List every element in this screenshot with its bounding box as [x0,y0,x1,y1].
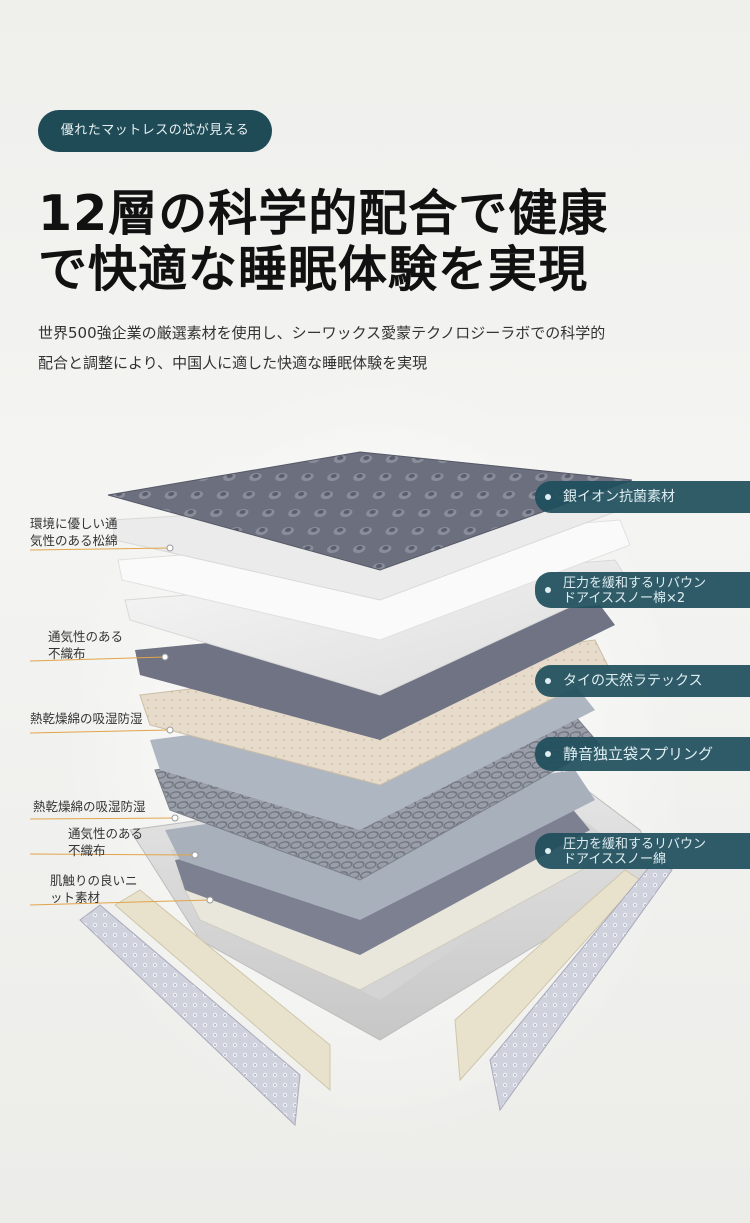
description-line-1: 世界500強企業の厳選素材を使用し、シーワックス愛蒙テクノロジーラボでの科学的 [38,324,606,342]
left-cream-panel [114,889,331,1092]
label-dot-icon [545,678,551,684]
label-dot-icon [545,587,551,593]
right-label-foam-x2: 圧力を緩和するリバウンドアイススノー棉×2 [535,572,750,608]
left-label-moisture-1: 熱乾燥綿の吸湿防湿 [30,711,143,726]
right-label-spring: 静音独立袋スプリング [535,737,750,771]
top-quilted-fabric [107,451,633,571]
label-dot-icon [545,751,551,757]
right-knit-panel [489,859,673,1112]
page-headline: 12層の科学的配合で健康 で快適な睡眠体験を実現 [38,186,608,298]
page-description: 世界500強企業の厳選素材を使用し、シーワックス愛蒙テクノロジーラボでの科学的 … [38,318,718,378]
left-label-knit: 肌触りの良いニット素材 [50,873,138,905]
section-badge: 優れたマットレスの芯が見える [38,110,272,152]
left-leader-lines [29,547,211,906]
right-label-silver-ion: 銀イオン抗菌素材 [535,481,750,513]
left-leader-dots [161,544,214,904]
label-dot-icon [545,848,551,854]
right-label-latex: タイの天然ラテックス [535,665,750,697]
right-label-foam: 圧力を緩和するリバウンドアイススノー綿 [535,833,750,869]
left-label-moisture-2: 熱乾燥綿の吸湿防湿 [33,799,146,814]
left-knit-panel [79,904,301,1127]
headline-line-1: 12層の科学的配合で健康 [38,185,609,242]
headline-line-2: で快適な睡眠体験を実現 [38,241,589,298]
left-label-nonwoven-2: 通気性のある不織布 [68,826,144,858]
label-dot-icon [545,494,551,500]
description-line-2: 配合と調整により、中国人に適した快適な睡眠体験を実現 [38,354,428,372]
left-label-nonwoven-1: 通気性のある不織布 [48,629,124,661]
left-label-pine-cotton: 環境に優しい通気性のある松綿 [30,516,118,548]
